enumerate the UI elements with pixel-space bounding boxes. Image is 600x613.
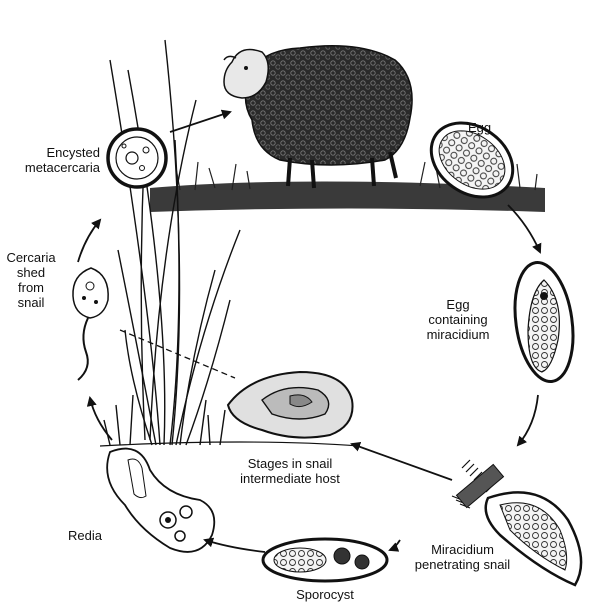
soil-line bbox=[99, 441, 361, 447]
label-snail-stages: Stages in snail intermediate host bbox=[240, 456, 340, 486]
egg-with-miracidium bbox=[513, 260, 575, 384]
label-egg-containing-miracidium: Egg containing miracidium bbox=[426, 297, 490, 342]
cycle-arrows bbox=[77, 109, 542, 553]
cercaria-release-path bbox=[119, 329, 236, 379]
grass-plant bbox=[103, 39, 241, 446]
label-cercaria: Cercaria shed from snail bbox=[6, 250, 56, 310]
label-sporocyst: Sporocyst bbox=[296, 587, 354, 602]
label-egg: Egg bbox=[468, 120, 492, 135]
egg-stage bbox=[429, 121, 515, 199]
label-metacercaria: Encysted metacercaria bbox=[24, 145, 100, 175]
sheep-host bbox=[223, 44, 413, 189]
label-miracidium: Miracidium penetrating snail bbox=[414, 542, 511, 572]
metacercaria-cyst bbox=[106, 127, 168, 189]
label-redia: Redia bbox=[68, 528, 102, 543]
redia-stage bbox=[106, 447, 216, 553]
miracidium-stage bbox=[451, 459, 583, 587]
sporocyst-stage bbox=[261, 537, 389, 583]
snail-host bbox=[226, 370, 354, 439]
cercaria-stage bbox=[72, 267, 109, 381]
